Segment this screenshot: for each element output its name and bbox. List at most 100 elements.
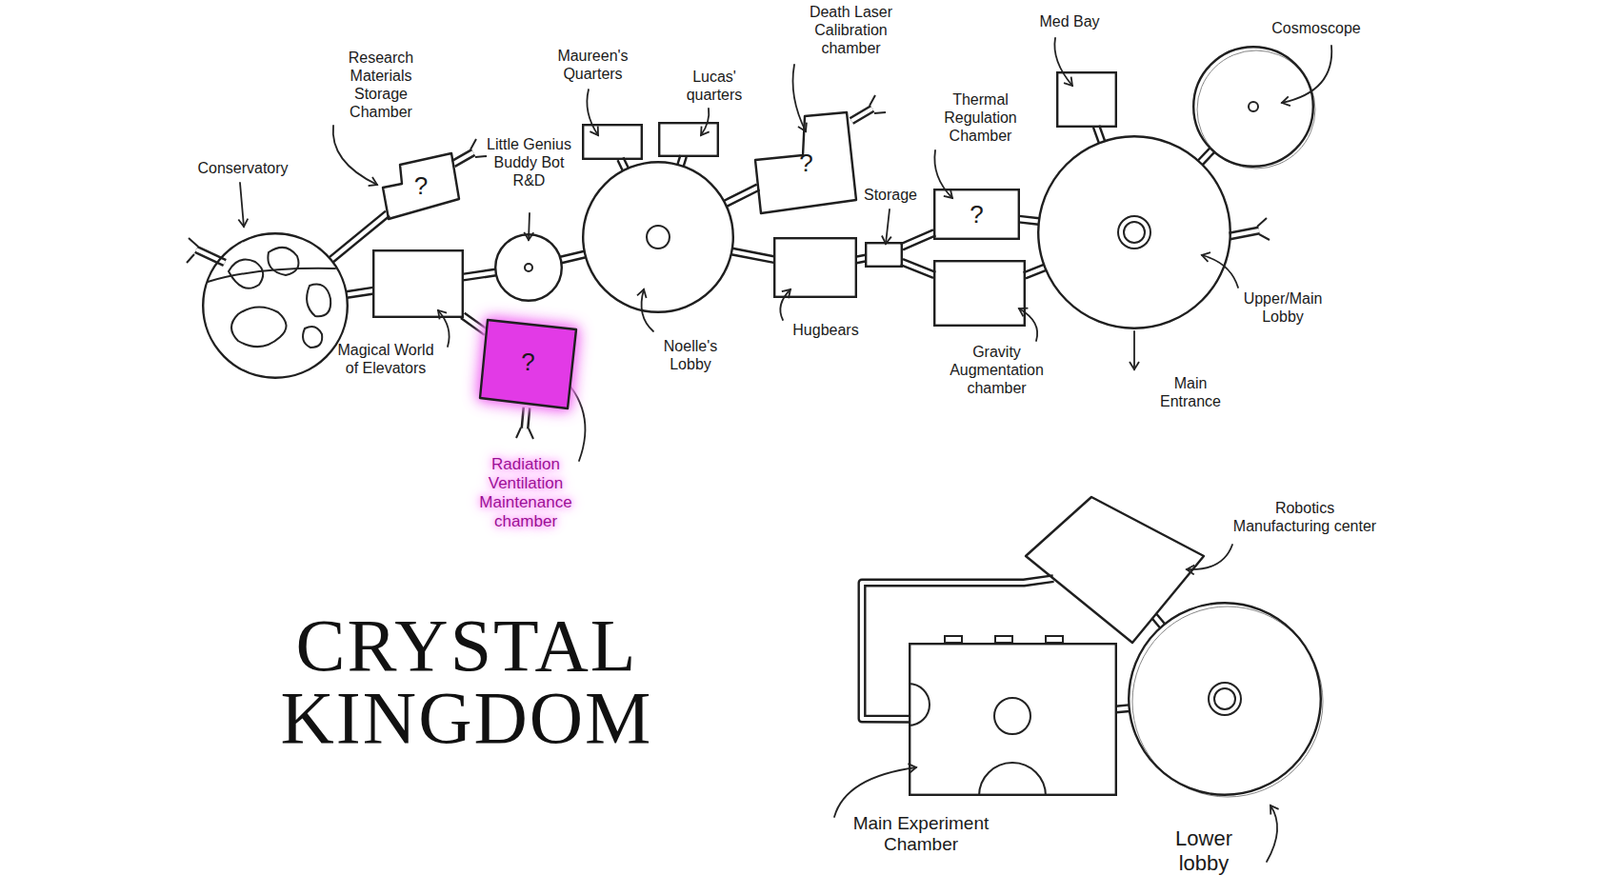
room-outline: [494, 233, 563, 302]
corridor: [725, 187, 760, 204]
unknown-room-mark: ?: [480, 316, 577, 409]
room-polygon: [382, 153, 460, 220]
center-ring: [1118, 216, 1151, 249]
sketch-ring: [1132, 606, 1323, 798]
center-ring: [994, 698, 1031, 735]
conservatory-plants: [207, 247, 336, 348]
leader-arrow: [333, 125, 378, 185]
room-label: Cosmoscope: [1259, 20, 1374, 39]
room-label: Thermal Regulation Chamber: [925, 91, 1036, 146]
exit-corridor: [851, 108, 873, 121]
corridor-floor: [331, 213, 388, 260]
room-outline: [581, 160, 735, 314]
corridor-floor: [1024, 267, 1045, 277]
corridor: [1116, 708, 1130, 710]
center-ring: [646, 225, 670, 249]
exit-corridor: [453, 152, 474, 164]
corridor-floor: [861, 579, 1054, 720]
room-label: Death Laser Calibration chamber: [796, 3, 906, 59]
exit-fork: [516, 427, 534, 440]
corridor-floor: [1200, 150, 1213, 163]
room-polygon: [755, 112, 857, 214]
corridor-floor: [462, 315, 487, 333]
center-dot: [524, 263, 533, 272]
corridor: [901, 261, 935, 276]
corridor: [331, 213, 388, 260]
leader-arrow: [834, 767, 917, 818]
leader-arrow: [885, 209, 890, 244]
room-circle: [582, 161, 734, 313]
room-outline: [201, 232, 349, 380]
corridor: [861, 579, 1054, 720]
corridor-floor: [462, 272, 497, 278]
leader-arrow: [240, 182, 244, 227]
exit-corridor: [196, 249, 225, 263]
corridor-floor: [680, 156, 684, 166]
room-label: Lucas' quarters: [666, 68, 762, 105]
corridor-floor: [1019, 219, 1040, 221]
room: Med Bay: [1056, 71, 1118, 128]
room-label: Med Bay: [1026, 13, 1113, 32]
exit-corridor: [1229, 230, 1260, 237]
room-circle: [1193, 46, 1314, 167]
room-label: Robotics Manufacturing center: [1228, 500, 1381, 537]
corridor: [620, 159, 626, 170]
corridor-floor: [1154, 616, 1163, 626]
room: Robotics Manufacturing center: [1025, 495, 1204, 645]
sketch-ring: [1197, 50, 1316, 169]
room: Maureen's Quarters: [581, 123, 643, 160]
corridor-wall: [1096, 126, 1102, 142]
corridor: [901, 232, 935, 247]
room: Lower lobby: [1127, 601, 1322, 797]
room-rect: [774, 238, 857, 298]
corridor-wall: [1200, 150, 1213, 163]
leader-arrow: [586, 89, 599, 136]
room: Lucas' quarters: [658, 121, 720, 158]
corridor-wall: [331, 213, 388, 260]
corridor-wall: [861, 579, 1054, 720]
center-ring: [1214, 688, 1236, 710]
room-circle: [495, 234, 562, 301]
room-label: Conservatory: [185, 160, 300, 179]
room: ?Radiation Ventilation Maintenance chamb…: [480, 316, 577, 409]
corridor: [560, 254, 585, 260]
corridor-floor: [725, 187, 760, 204]
corridor-wall: [1019, 219, 1040, 221]
corridor: [1200, 150, 1213, 163]
unknown-room-mark: ?: [382, 153, 460, 220]
corridor-wall: [462, 315, 487, 333]
room-label: Gravity Augmentation chamber: [937, 343, 1057, 399]
room-outline: [908, 642, 1118, 797]
room-outline: [933, 260, 1026, 327]
room-outline: [1127, 601, 1322, 797]
exit-corridor: [196, 249, 225, 263]
leader-arrow: [1186, 544, 1233, 570]
corridor-wall: [725, 187, 760, 204]
corridor-floor: [1096, 126, 1102, 142]
corridor-floor: [856, 258, 866, 260]
exit-corridor: [524, 407, 527, 429]
garden-path: [207, 268, 336, 282]
corridor-wall: [680, 156, 684, 166]
corridor-wall: [731, 251, 775, 260]
room-rect: [934, 260, 1025, 326]
room-label: Noelle's Lobby: [647, 338, 734, 375]
chamber-tab: [995, 636, 1013, 643]
exit-fork: [470, 139, 487, 158]
corridor: [1096, 126, 1102, 142]
center-ring: [1123, 221, 1145, 243]
map-title: CRYSTAL KINGDOM: [228, 609, 705, 756]
room: Magical World of Elevators: [372, 249, 464, 319]
room-outline: [581, 123, 643, 160]
corridor-wall: [1024, 267, 1045, 277]
corridor: [462, 315, 487, 333]
corridor-floor: [901, 232, 935, 247]
exit-corridor: [453, 152, 474, 164]
unknown-room-mark: ?: [933, 188, 1020, 240]
entrance-arrow: [1133, 331, 1136, 370]
room: Noelle's Lobby: [581, 160, 735, 314]
room-label: Research Materials Storage Chamber: [333, 49, 429, 122]
